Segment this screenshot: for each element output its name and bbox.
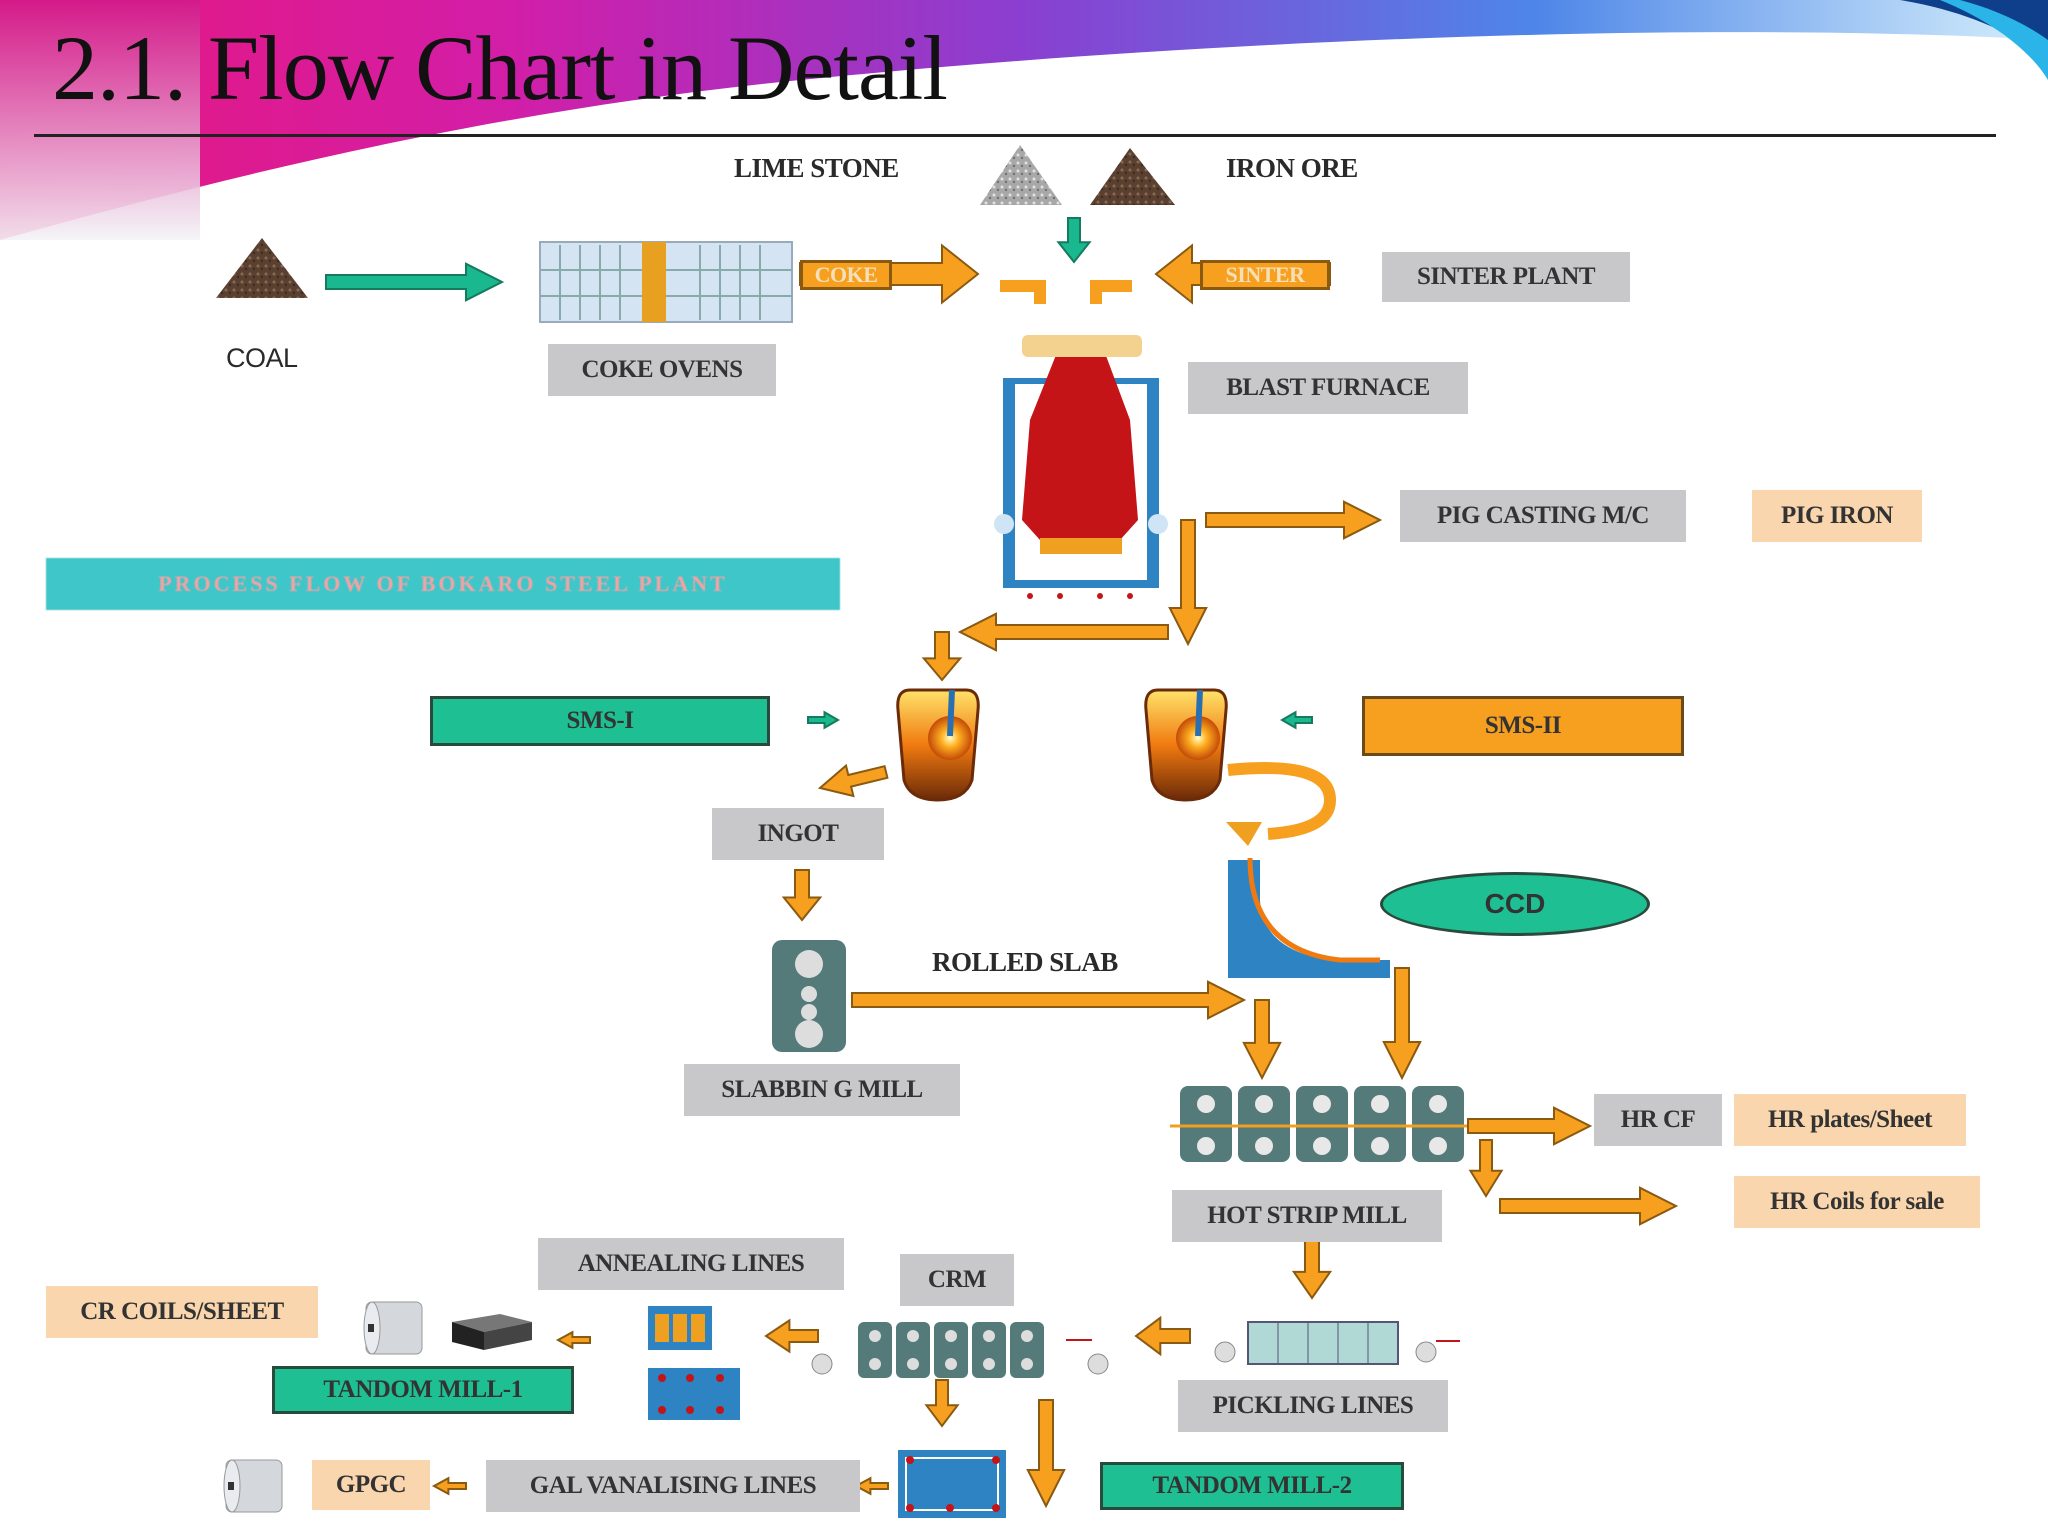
- arrow-ccd-down: [1382, 967, 1422, 1081]
- arrow-bf-down: [1168, 519, 1208, 647]
- arrow-coke-hook: [1000, 280, 1046, 304]
- sms2-ladle-icon: [1144, 688, 1228, 802]
- title-divider: [34, 134, 1996, 137]
- label-hot-strip-mill: HOT STRIP MILL: [1172, 1190, 1442, 1242]
- label-sms1: SMS-I: [430, 696, 770, 746]
- label-rolled-slab: ROLLED SLAB: [932, 946, 1118, 977]
- label-sinter-plant: SINTER PLANT: [1382, 252, 1630, 302]
- banner-process-flow: PROCESS FLOW OF BOKARO STEEL PLANT: [46, 558, 840, 610]
- label-lime-stone: LIME STONE: [734, 152, 899, 183]
- process-diagram: [216, 145, 1679, 1518]
- arrow-to-hrcoils: [1499, 1186, 1679, 1226]
- hot-strip-mill-icon: [1170, 1086, 1474, 1162]
- galvanising-line-icon: [898, 1450, 1006, 1518]
- label-hrcf: HR CF: [1594, 1094, 1722, 1146]
- arrow-ingot-down: [781, 869, 823, 922]
- arrow-sms2-to-ccd: [1227, 762, 1337, 840]
- gpgc-coil-icon: [223, 1459, 283, 1513]
- label-tandem-mill-2: TANDOM MILL-2: [1100, 1462, 1404, 1510]
- slide-decoration: [0, 0, 2048, 240]
- label-slabbing-mill: SLABBIN G MILL: [684, 1064, 960, 1116]
- arrow-bf-to-pigcasting: [1205, 500, 1383, 540]
- arrow-slab-down: [1242, 999, 1282, 1081]
- pickling-line-icon: [1214, 1321, 1460, 1365]
- arrow-galv-to-gpgc: [853, 1476, 889, 1496]
- arrow-sms1-out: [817, 763, 889, 798]
- arrow-hsm-to-hrcf: [1467, 1106, 1593, 1146]
- label-pig-iron: PIG IRON: [1752, 490, 1922, 542]
- arrow-hsm-down: [1468, 1139, 1504, 1198]
- coal-pile-icon: [216, 238, 308, 298]
- arrow-rolled-slab: [851, 980, 1247, 1020]
- label-blast-furnace: BLAST FURNACE: [1188, 362, 1468, 414]
- arrow-sms2-in: [1280, 710, 1313, 730]
- limestone-pile-icon: [980, 145, 1062, 205]
- continuous-caster-icon: [1226, 822, 1390, 978]
- iron-ore-pile-icon: [1090, 148, 1175, 205]
- arrow-pickling-to-crm: [1134, 1315, 1191, 1357]
- arrow-coal-to-ovens: [325, 262, 505, 302]
- arrow-bf-left: [957, 612, 1169, 652]
- label-pickling-lines: PICKLING LINES: [1178, 1380, 1448, 1432]
- arrow-to-sms1: [921, 631, 963, 682]
- blast-furnace-icon: [994, 335, 1168, 599]
- cr-coil-icon: [363, 1301, 423, 1355]
- coke-ovens-icon: [539, 241, 793, 323]
- annealing-furnace-icon: [648, 1306, 712, 1350]
- arrow-crm-to-tandem2: [1026, 1399, 1066, 1509]
- arrow-hsm-to-pickling: [1291, 1239, 1333, 1300]
- label-pig-casting: PIG CASTING M/C: [1400, 490, 1686, 542]
- label-coke: COKE: [800, 260, 892, 290]
- slide-title: 2.1. Flow Chart in Detail: [52, 17, 948, 119]
- arrow-sms1-in: [807, 710, 840, 730]
- arrow-crm-to-galv: [924, 1379, 960, 1428]
- label-gpgc: GPGC: [312, 1460, 430, 1510]
- label-galvanising-lines: GAL VANALISING LINES: [486, 1460, 860, 1512]
- arrow-to-cr-sheet: [555, 1330, 591, 1350]
- label-cr-coils: CR COILS/SHEET: [46, 1286, 318, 1338]
- label-sinter: SINTER: [1200, 260, 1330, 290]
- label-ccd: CCD: [1380, 872, 1650, 936]
- cold-rolling-mill-icon: [811, 1322, 1109, 1378]
- sms1-ladle-icon: [896, 688, 980, 802]
- label-tandem-mill-1: TANDOM MILL-1: [272, 1366, 574, 1414]
- flow-arrows: [325, 217, 1679, 1509]
- label-annealing-lines: ANNEALING LINES: [538, 1238, 844, 1290]
- label-hr-coils: HR Coils for sale: [1734, 1176, 1980, 1228]
- label-ingot: INGOT: [712, 808, 884, 860]
- arrow-gpgc-out: [431, 1476, 467, 1496]
- label-coal: COAL: [226, 342, 298, 373]
- slabbing-mill-icon: [772, 940, 846, 1052]
- label-crm: CRM: [900, 1254, 1014, 1306]
- arrow-crm-to-annealing: [764, 1318, 819, 1354]
- cr-sheet-stack-icon: [452, 1314, 532, 1350]
- arrow-sinter-hook: [1090, 280, 1132, 304]
- label-sms2: SMS-II: [1362, 696, 1684, 756]
- annealing-batch-icon: [648, 1368, 740, 1420]
- label-hr-plates: HR plates/Sheet: [1734, 1094, 1966, 1146]
- label-coke-ovens: COKE OVENS: [548, 344, 776, 396]
- arrow-ore-down: [1056, 217, 1092, 264]
- label-iron-ore: IRON ORE: [1226, 152, 1358, 183]
